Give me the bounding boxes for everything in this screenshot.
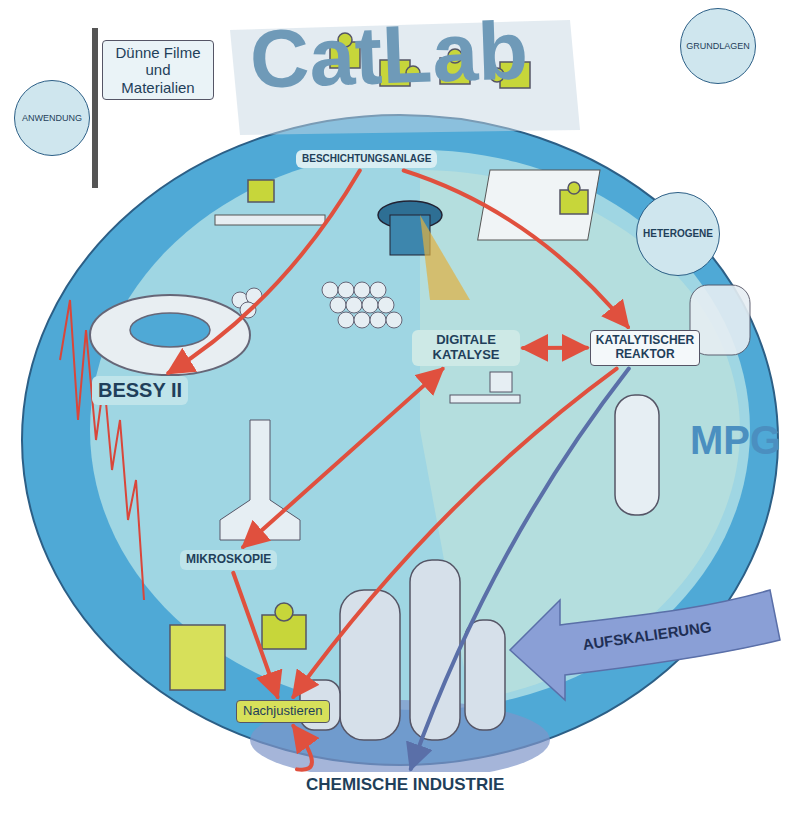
- station-box: KATALYTISCHER REAKTOR: [590, 330, 700, 366]
- label-text: MPG: [690, 420, 781, 460]
- node-text: GRUNDLAGEN: [686, 41, 750, 51]
- node-text: Dünne Filme und Materialien: [109, 44, 207, 96]
- outer-disk: [22, 115, 778, 765]
- flow-arrow: [404, 171, 628, 328]
- computer-desk: [450, 395, 520, 403]
- banner-box: Dünne Filme und Materialien: [102, 40, 214, 100]
- node-text: MIKROSKOPIE: [186, 553, 271, 567]
- spectrum-line: [60, 300, 144, 600]
- node-text: HETEROGENE: [643, 228, 713, 240]
- node-text: DIGITALE KATALYSE: [418, 333, 514, 363]
- node-text: ANWENDUNG: [22, 113, 82, 123]
- beam: [420, 215, 470, 300]
- flow-arrow: [233, 573, 277, 697]
- flow-arrow: [293, 726, 312, 770]
- station-label: CHEMISCHE INDUSTRIE: [300, 772, 510, 798]
- station-box: Nachjustieren: [236, 700, 330, 723]
- drafting-table: [478, 170, 600, 240]
- station-label: BESCHICHTUNGSANLAGE: [296, 150, 437, 168]
- node-text: BESSY II: [98, 379, 182, 402]
- microscope: [220, 420, 300, 540]
- node-text: KATALYTISCHER REAKTOR: [596, 334, 694, 362]
- banner-pole: [92, 28, 98, 188]
- flow-arrow: [523, 346, 587, 350]
- flow-arrow: [411, 369, 629, 769]
- node-text: CHEMISCHE INDUSTRIE: [306, 775, 504, 795]
- badge-circle: HETEROGENE: [636, 192, 720, 276]
- topic-circle: ANWENDUNG: [14, 80, 90, 156]
- station-label: BESSY II: [92, 376, 188, 405]
- topic-circle: GRUNDLAGEN: [680, 8, 756, 84]
- node-text: BESCHICHTUNGSANLAGE: [302, 153, 431, 165]
- title-lettering: CatLab: [249, 9, 530, 101]
- node-text: Nachjustieren: [243, 704, 323, 719]
- station-label: MIKROSKOPIE: [180, 550, 277, 570]
- bessy-ring: [90, 295, 250, 375]
- flow-arrow: [168, 171, 359, 374]
- computer-screen: [490, 372, 512, 392]
- flow-arrow: [293, 369, 616, 697]
- station-label: DIGITALE KATALYSE: [412, 330, 520, 366]
- bessy-ring-hole: [130, 313, 210, 347]
- scale-up-arrow: [510, 590, 780, 700]
- left-table: [215, 215, 325, 225]
- flow-arrow: [243, 369, 442, 547]
- label-text: CatLab: [249, 9, 530, 101]
- partner-lettering: MPG: [690, 420, 781, 460]
- reactor-vessel: [615, 395, 659, 515]
